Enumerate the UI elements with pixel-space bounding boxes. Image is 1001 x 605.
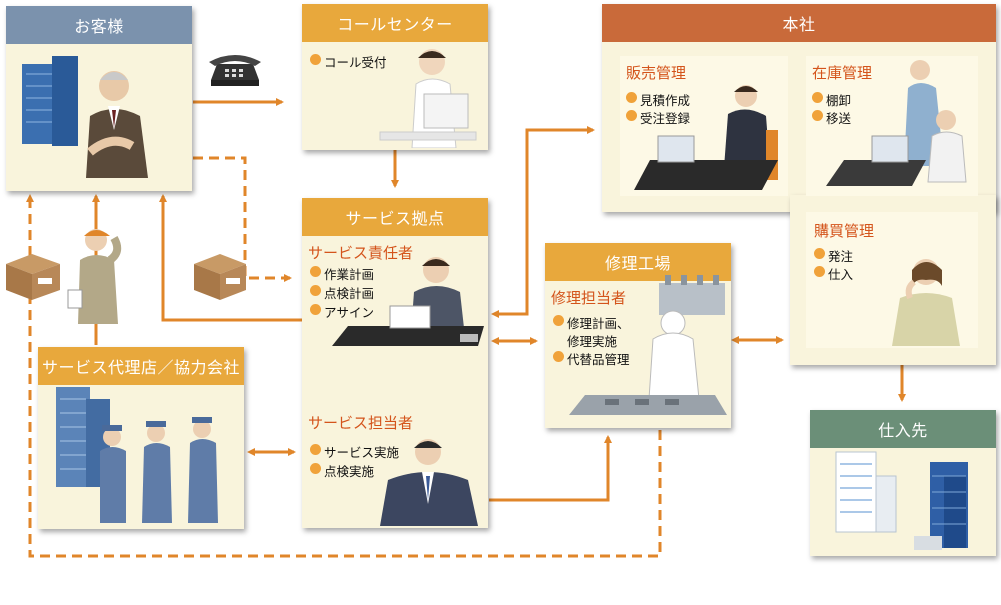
service-manager-item: 作業計画 bbox=[310, 264, 374, 283]
customer-figure bbox=[22, 56, 148, 178]
supplier-title: 仕入先 bbox=[810, 410, 996, 448]
sales-item: 見積作成 bbox=[626, 90, 690, 109]
sales-title: 販売管理 bbox=[626, 64, 687, 82]
inventory-figure bbox=[826, 60, 967, 186]
inventory-item: 棚卸 bbox=[812, 90, 851, 109]
service-staff-item: サービス実施 bbox=[310, 442, 399, 461]
repair-item: 修理実施 bbox=[567, 334, 618, 349]
dashed-repair-customer bbox=[26, 194, 662, 558]
bullet-icon bbox=[310, 304, 321, 315]
supplier-box: 仕入先 bbox=[810, 410, 996, 556]
customer-title: お客様 bbox=[6, 6, 192, 44]
operator-figure bbox=[379, 49, 477, 148]
bullet-icon bbox=[553, 315, 564, 326]
worker-figure bbox=[67, 229, 122, 324]
phone-icon bbox=[209, 55, 261, 86]
sales-panel: 販売管理 見積作成 受注登録 bbox=[620, 56, 788, 196]
supplier-buildings-figure bbox=[835, 451, 968, 550]
parcel-icon bbox=[6, 254, 60, 300]
customer-box: お客様 bbox=[6, 6, 192, 191]
repair-box: 修理工場 修理担当者 修理計画、 修理実施 代替品管理 bbox=[545, 243, 731, 428]
purchasing-item: 仕入 bbox=[814, 264, 853, 283]
bullet-icon bbox=[310, 463, 321, 474]
repair-title: 修理工場 bbox=[545, 243, 731, 281]
repair-item: 代替品管理 bbox=[553, 349, 630, 368]
service-manager-title: サービス責任者 bbox=[308, 244, 414, 262]
bullet-icon bbox=[626, 92, 637, 103]
inventory-panel: 在庫管理 棚卸 移送 bbox=[806, 56, 978, 196]
bullet-icon bbox=[310, 54, 321, 65]
service-staff-item: 点検実施 bbox=[310, 461, 374, 480]
hq-title: 本社 bbox=[602, 4, 996, 42]
service-base-box: サービス拠点 サービス責任者 作業計画 点検計画 アサイン サービス担当者 サー… bbox=[302, 198, 488, 528]
callcenter-item: コール受付 bbox=[310, 52, 387, 71]
dashed-customer-service bbox=[193, 156, 292, 282]
inventory-item: 移送 bbox=[812, 108, 851, 127]
bullet-icon bbox=[812, 92, 823, 103]
callcenter-box: コールセンター コール受付 bbox=[302, 4, 488, 150]
bullet-icon bbox=[310, 266, 321, 277]
bullet-icon bbox=[310, 444, 321, 455]
arrow-service-repair-bottom bbox=[489, 435, 612, 502]
callcenter-title: コールセンター bbox=[302, 4, 488, 42]
bullet-icon bbox=[812, 110, 823, 121]
bullet-icon bbox=[626, 110, 637, 121]
sales-item: 受注登録 bbox=[626, 108, 690, 127]
purchasing-panel: 購買管理 発注 仕入 bbox=[806, 212, 978, 348]
manager-figure bbox=[332, 257, 484, 346]
repair-sub-title: 修理担当者 bbox=[551, 289, 627, 307]
bullet-icon bbox=[310, 285, 321, 296]
staff-figure bbox=[380, 439, 478, 526]
agency-title: サービス代理店／協力会社 bbox=[38, 347, 244, 385]
purchasing-title: 購買管理 bbox=[814, 222, 875, 240]
agency-box: サービス代理店／協力会社 bbox=[38, 347, 244, 529]
sales-figure bbox=[634, 85, 778, 190]
bullet-icon bbox=[553, 351, 564, 362]
parcel-icon bbox=[194, 254, 246, 300]
service-manager-item: 点検計画 bbox=[310, 283, 374, 302]
technician-figure bbox=[569, 275, 727, 415]
service-staff-title: サービス担当者 bbox=[308, 414, 414, 432]
repair-item: 修理計画、 bbox=[553, 313, 630, 332]
service-base-title: サービス拠点 bbox=[302, 198, 488, 236]
arrow-service-customer bbox=[159, 194, 302, 322]
agency-figure bbox=[56, 387, 218, 523]
inventory-title: 在庫管理 bbox=[812, 64, 873, 82]
purchasing-item: 発注 bbox=[814, 246, 853, 265]
bullet-icon bbox=[814, 266, 825, 277]
service-manager-item: アサイン bbox=[310, 302, 374, 321]
arrow-service-hq bbox=[491, 126, 595, 318]
purchasing-figure bbox=[892, 259, 960, 346]
bullet-icon bbox=[814, 248, 825, 259]
